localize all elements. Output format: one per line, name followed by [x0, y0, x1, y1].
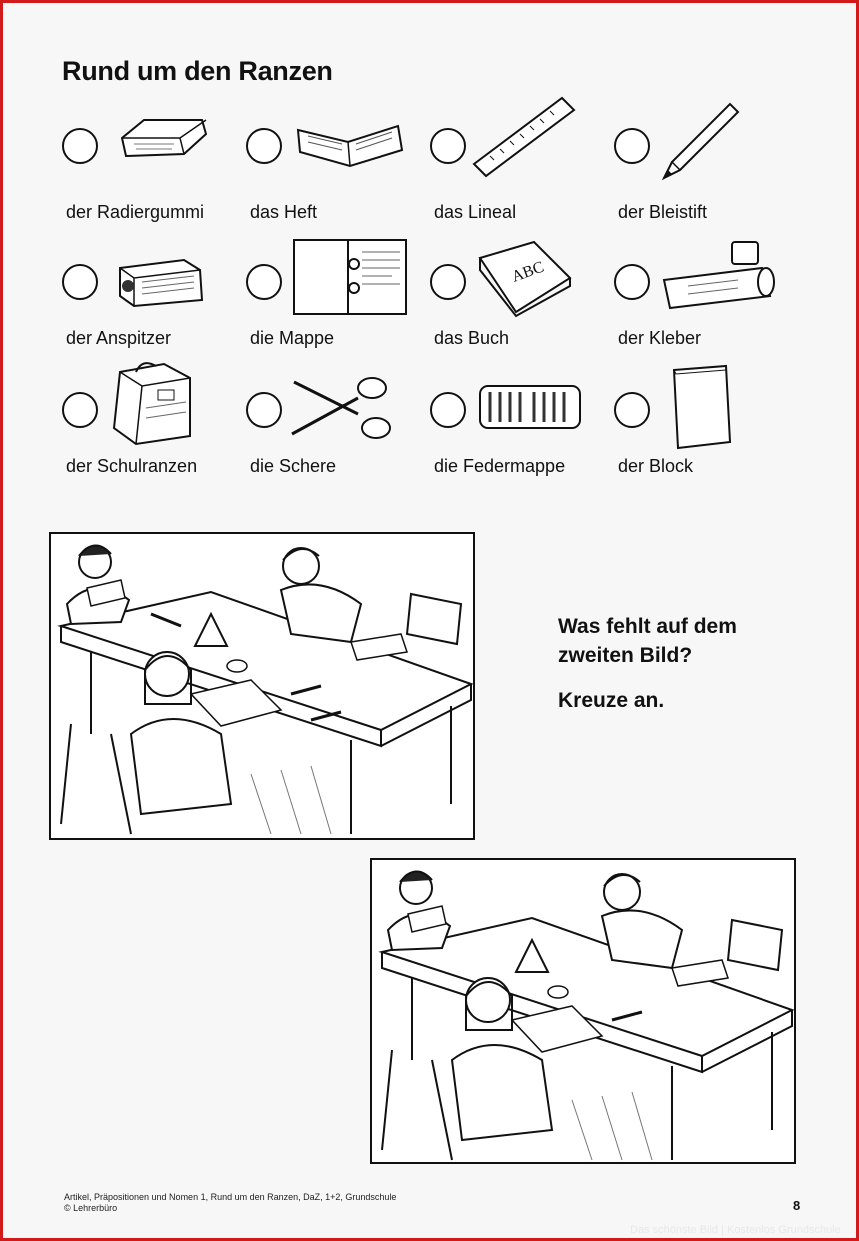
vocab-item-book: ABC das Buch — [430, 240, 610, 384]
glue-stick-icon — [662, 241, 775, 310]
vocab-label: der Schulranzen — [66, 456, 198, 476]
footer-source: Artikel, Präpositionen und Nomen 1, Rund… — [64, 1192, 397, 1202]
scissors-icon — [291, 377, 391, 439]
vocab-label: der Bleistift — [618, 202, 708, 222]
checkbox-circle[interactable] — [614, 128, 650, 164]
vocab-item-glue: der Kleber — [614, 241, 794, 384]
task-instruction: Kreuze an. — [558, 689, 665, 712]
ruler-icon — [472, 96, 576, 178]
vocab-item-sharpener: der Anspitzer — [62, 258, 242, 384]
vocab-item-pencil-case: die Federmappe — [430, 385, 610, 512]
vocab-item-folder: die Mappe — [246, 239, 426, 384]
classroom-illustration-second — [378, 870, 794, 1161]
vocab-item-notepad: der Block — [614, 364, 794, 512]
vocab-item-eraser: der Radiergummi — [62, 119, 242, 248]
vocab-label: der Block — [618, 456, 694, 476]
book-icon: ABC — [478, 240, 572, 318]
watermark-text: Das schönste Bild | Kostenlos Grundschul… — [630, 1224, 841, 1236]
eraser-icon — [120, 119, 208, 158]
checkbox-circle[interactable] — [430, 392, 466, 428]
checkbox-circle[interactable] — [62, 128, 98, 164]
vocab-item-notebook: das Heft — [246, 124, 426, 248]
sharpener-icon — [119, 258, 204, 308]
vocab-label: die Mappe — [250, 328, 335, 348]
page-title: Rund um den Ranzen — [62, 56, 333, 86]
page-footer: Artikel, Präpositionen und Nomen 1, Rund… — [64, 1192, 396, 1214]
checkbox-circle[interactable] — [62, 392, 98, 428]
notebook-icon — [296, 124, 404, 168]
task-question: Was fehlt auf dem zweiten Bild? — [558, 612, 737, 670]
classroom-illustration-first — [57, 544, 473, 835]
checkbox-circle[interactable] — [246, 128, 282, 164]
checkbox-circle[interactable] — [62, 264, 98, 300]
checkbox-circle[interactable] — [246, 264, 282, 300]
page-number: 8 — [793, 1198, 801, 1213]
footer-copyright: © Lehrerbüro — [64, 1203, 118, 1213]
folder-icon — [293, 239, 407, 315]
school-bag-icon — [112, 362, 191, 446]
vocab-item-ruler: das Lineal — [430, 96, 610, 248]
vocab-label: der Radiergummi — [66, 202, 205, 222]
checkbox-circle[interactable] — [246, 392, 282, 428]
pencil-icon — [661, 102, 740, 181]
pencil-case-icon — [479, 385, 581, 429]
vocab-item-school-bag: der Schulranzen — [62, 362, 242, 512]
checkbox-circle[interactable] — [614, 392, 650, 428]
checkbox-circle[interactable] — [614, 264, 650, 300]
classroom-scene-second — [370, 858, 796, 1164]
vocab-label: das Heft — [250, 202, 318, 222]
vocab-item-pencil: der Bleistift — [614, 102, 794, 248]
question-line-2: zweiten Bild? — [558, 644, 693, 667]
classroom-scene-first — [49, 532, 475, 840]
vocab-label: der Kleber — [618, 328, 702, 348]
vocab-label: der Anspitzer — [66, 328, 172, 348]
checkbox-circle[interactable] — [430, 264, 466, 300]
vocab-label: die Schere — [250, 456, 337, 476]
question-line-1: Was fehlt auf dem — [558, 615, 737, 638]
vocab-label: das Lineal — [434, 202, 517, 222]
checkbox-circle[interactable] — [430, 128, 466, 164]
vocab-item-scissors: die Schere — [246, 377, 426, 512]
vocab-label: das Buch — [434, 328, 510, 348]
vocab-label: die Federmappe — [434, 456, 566, 476]
notepad-icon — [672, 364, 732, 450]
